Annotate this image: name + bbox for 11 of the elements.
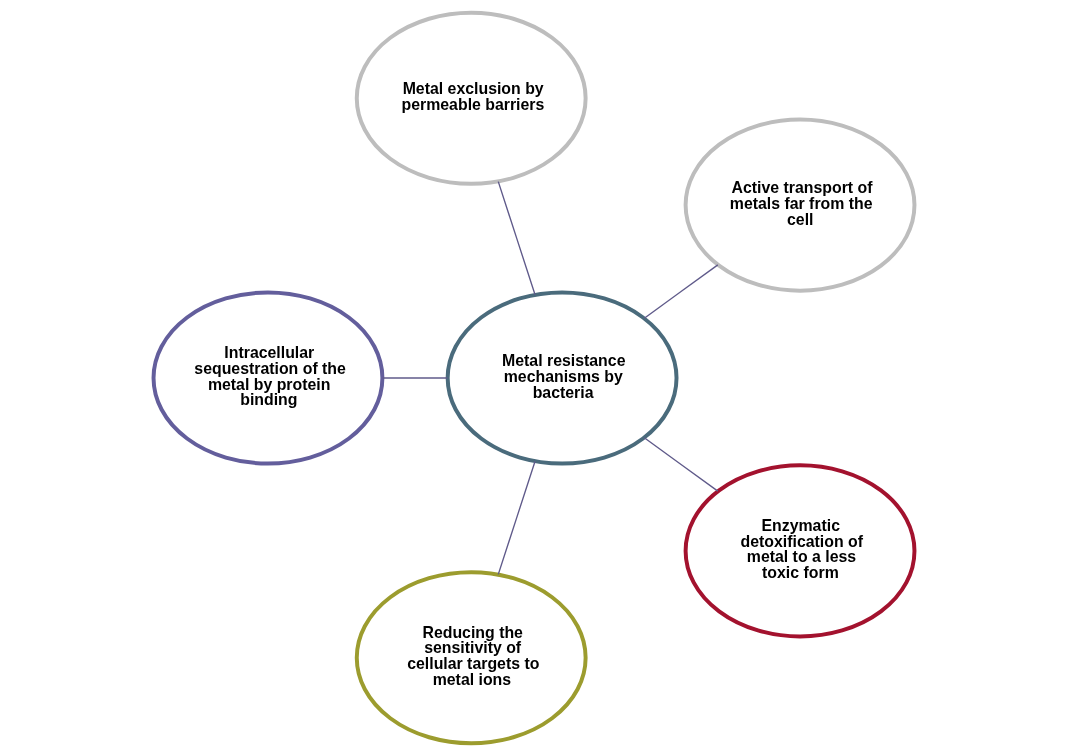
connector xyxy=(381,377,448,379)
node-ellipse: Intracellular sequestration of the metal by protein binding xyxy=(151,290,384,466)
node-ellipse: Active transport of metals far from the cell xyxy=(683,117,916,293)
node-ellipse: Reducing the sensitivity of cellular targets to metal ions xyxy=(354,570,588,746)
connector xyxy=(497,460,536,576)
node-ellipse: Metal exclusion by permeable barriers xyxy=(354,10,588,186)
connector xyxy=(643,264,718,319)
node-ellipse: Metal resistance mechanisms by bacteria xyxy=(445,290,678,466)
node-ellipse: Enzymatic detoxification of metal to a less toxic form xyxy=(683,463,916,639)
connector xyxy=(497,180,536,296)
connector xyxy=(643,437,718,492)
